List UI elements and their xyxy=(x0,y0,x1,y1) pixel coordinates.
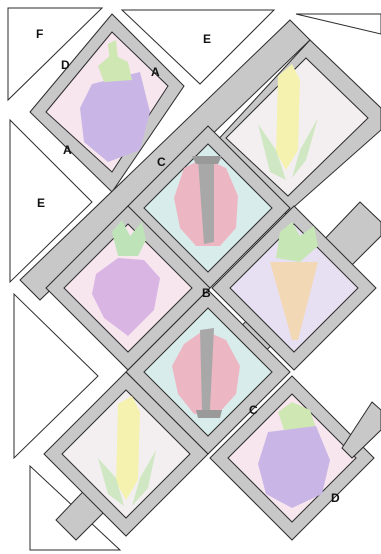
label-e-left: E xyxy=(37,196,45,210)
ladybug-head xyxy=(192,156,222,164)
label-a-left: A xyxy=(63,143,72,157)
label-f: F xyxy=(36,27,43,41)
block-grid xyxy=(20,14,381,540)
label-c-mid: C xyxy=(157,155,166,169)
label-b: B xyxy=(202,286,211,300)
label-d-top: D xyxy=(61,58,70,72)
label-a-top: A xyxy=(151,65,160,79)
label-c-low: C xyxy=(249,403,258,417)
label-e-top: E xyxy=(203,32,211,46)
side-triangle-top-right xyxy=(296,14,381,34)
ladybug-head xyxy=(196,410,222,418)
label-d-bottom: D xyxy=(331,491,340,505)
